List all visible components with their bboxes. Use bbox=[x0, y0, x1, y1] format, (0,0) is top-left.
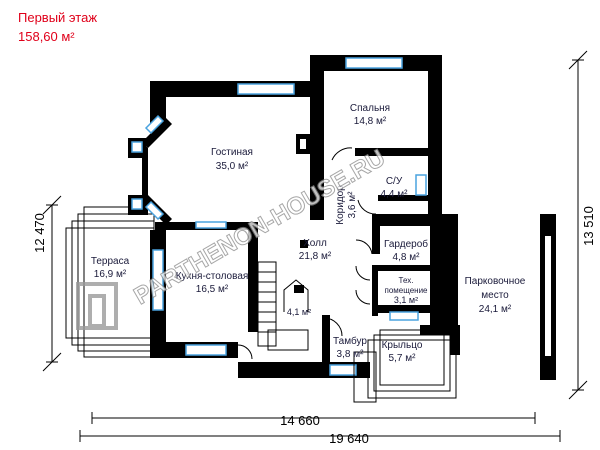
staircase bbox=[257, 261, 309, 351]
living-room-area: 35,0 м² bbox=[216, 161, 249, 172]
tech-room-name-2: помещение bbox=[384, 286, 428, 295]
watermark-logo bbox=[76, 282, 118, 330]
corridor-label: Коридор 3,6 м² bbox=[335, 185, 358, 225]
bedroom-area: 14,8 м² bbox=[354, 116, 387, 127]
fireplace-icon bbox=[296, 134, 312, 154]
floor-title: Первый этаж bbox=[18, 10, 97, 25]
parking-name-2: место bbox=[481, 290, 509, 301]
kitchen-name: Кухня-столовая bbox=[176, 271, 249, 282]
corridor-name: Коридор bbox=[335, 185, 346, 225]
parking-area: 24,1 м² bbox=[479, 304, 512, 315]
total-width-dimension: 19 640 bbox=[329, 431, 369, 446]
bedroom-name: Спальня bbox=[350, 103, 390, 114]
terrace-area: 16,9 м² bbox=[94, 269, 127, 280]
windows bbox=[131, 57, 427, 376]
floor-area: 158,60 м² bbox=[18, 29, 75, 44]
wardrobe-name: Гардероб bbox=[384, 238, 428, 250]
hall-area: 21,8 м² bbox=[299, 251, 332, 262]
stair-area: 4,1 м² bbox=[287, 307, 311, 317]
kitchen-area: 16,5 м² bbox=[196, 284, 229, 295]
doors bbox=[237, 147, 377, 360]
vestibule-name: Тамбур bbox=[333, 335, 367, 347]
terrace-name: Терраса bbox=[91, 256, 130, 267]
left-height-dimension: 12 470 bbox=[32, 213, 47, 253]
porch-name: Крыльцо bbox=[382, 340, 423, 351]
right-height-dimension: 13 510 bbox=[581, 206, 596, 246]
inner-width-dimension: 14 660 bbox=[280, 413, 320, 428]
bathroom-area: 4,4 м² bbox=[381, 189, 409, 200]
wardrobe-area: 4,8 м² bbox=[393, 252, 421, 263]
dimension-lines bbox=[42, 50, 588, 442]
hall-name: Холл bbox=[303, 238, 327, 249]
tech-room-area: 3,1 м² bbox=[394, 295, 418, 305]
bathroom-name: С/У bbox=[386, 176, 403, 187]
tech-room-name-1: Тех. bbox=[399, 276, 414, 285]
vestibule-area: 3,8 м² bbox=[337, 349, 365, 360]
porch-area: 5,7 м² bbox=[389, 353, 417, 364]
porch-steps bbox=[353, 329, 457, 403]
corridor-area: 3,6 м² bbox=[347, 191, 358, 219]
parking-name-1: Парковочное bbox=[465, 276, 526, 287]
living-room-name: Гостиная bbox=[211, 147, 253, 158]
parking-outline bbox=[540, 214, 556, 380]
